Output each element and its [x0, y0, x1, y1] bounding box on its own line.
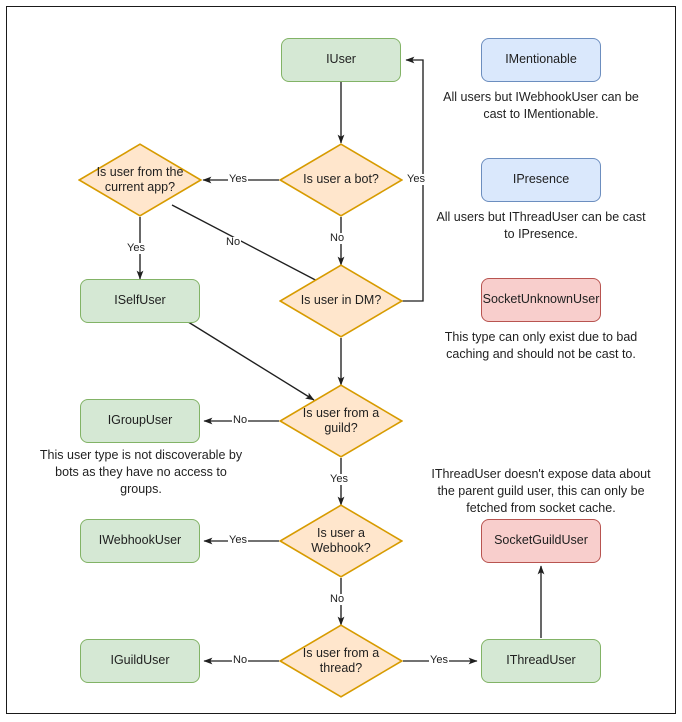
node-iguilduser[interactable]: IGuildUser: [80, 639, 200, 683]
node-is-user-from-a-thread-label: Is user from a thread?: [302, 645, 380, 675]
note-igroupuser: This user type is not discoverable by bo…: [39, 448, 243, 496]
edge-label-guild-yes: Yes: [329, 473, 349, 485]
edge-label-webhook-no: No: [329, 593, 346, 605]
diamond-shape-is-user-from-current-app: [78, 143, 202, 217]
node-is-user-a-bot-label: Is user a bot?: [303, 172, 379, 187]
node-igroupuser[interactable]: IGroupUser: [80, 399, 200, 443]
node-is-user-from-a-guild-label: Is user from a guild?: [302, 405, 380, 435]
diamond-shape-is-user-from-a-guild: [279, 384, 403, 458]
node-is-user-a-bot[interactable]: Is user a bot?: [279, 143, 403, 217]
note-ipresence: All users but IThreadUser can be cast to…: [436, 210, 646, 241]
edge-label-bot-no: No: [329, 232, 346, 244]
node-ithreaduser[interactable]: IThreadUser: [481, 639, 601, 683]
node-iwebhookuser[interactable]: IWebhookUser: [80, 519, 200, 563]
node-imentionable-label: IMentionable: [505, 52, 577, 67]
edge-label-webhook-yes: Yes: [228, 534, 248, 546]
node-ipresence[interactable]: IPresence: [481, 158, 601, 202]
node-ipresence-label: IPresence: [512, 172, 570, 187]
node-is-user-from-a-guild[interactable]: Is user from a guild?: [279, 384, 403, 458]
edge-label-guild-no: No: [232, 414, 249, 426]
diamond-shape-is-user-from-a-thread: [279, 624, 403, 698]
diamond-shape-is-user-a-bot: [279, 143, 403, 217]
node-igroupuser-label: IGroupUser: [107, 413, 173, 428]
node-socketunknownuser-label: SocketUnknownUser: [482, 292, 600, 307]
node-iwebhookuser-label: IWebhookUser: [98, 533, 182, 548]
diamond-shape-is-user-a-webhook: [279, 504, 403, 578]
note-socketguilduser: IThreadUser doesn't expose data about th…: [431, 467, 651, 515]
note-socketunknownuser: This type can only exist due to bad cach…: [444, 330, 638, 361]
edge-label-dm-yes: Yes: [406, 173, 426, 185]
node-socketguilduser-label: SocketGuildUser: [494, 533, 588, 548]
node-iselfuser[interactable]: ISelfUser: [80, 279, 200, 323]
edge-label-bot-yes: Yes: [228, 173, 248, 185]
node-socketunknownuser[interactable]: SocketUnknownUser: [481, 278, 601, 322]
diamond-shape-is-user-in-dm: [279, 264, 403, 338]
node-iuser-label: IUser: [326, 52, 356, 67]
node-is-user-from-a-thread[interactable]: Is user from a thread?: [279, 624, 403, 698]
edge-label-thread-no: No: [232, 654, 249, 666]
edge-label-current-app-yes: Yes: [126, 242, 146, 254]
node-is-user-a-webhook-label: Is user a Webhook?: [311, 525, 371, 555]
node-socketguilduser[interactable]: SocketGuildUser: [481, 519, 601, 563]
node-is-user-in-dm[interactable]: Is user in DM?: [279, 264, 403, 338]
edge-label-thread-yes: Yes: [429, 654, 449, 666]
node-imentionable[interactable]: IMentionable: [481, 38, 601, 82]
node-is-user-a-webhook[interactable]: Is user a Webhook?: [279, 504, 403, 578]
node-iuser[interactable]: IUser: [281, 38, 401, 82]
node-ithreaduser-label: IThreadUser: [506, 653, 576, 668]
node-iguilduser-label: IGuildUser: [110, 653, 170, 668]
node-is-user-from-current-app[interactable]: Is user from the current app?: [78, 143, 202, 217]
edge-label-current-app-no: No: [225, 236, 242, 248]
node-iselfuser-label: ISelfUser: [114, 293, 166, 308]
note-imentionable: All users but IWebhookUser can be cast t…: [443, 90, 639, 121]
node-is-user-from-current-app-label: Is user from the current app?: [96, 164, 184, 194]
node-is-user-in-dm-label: Is user in DM?: [300, 293, 382, 308]
